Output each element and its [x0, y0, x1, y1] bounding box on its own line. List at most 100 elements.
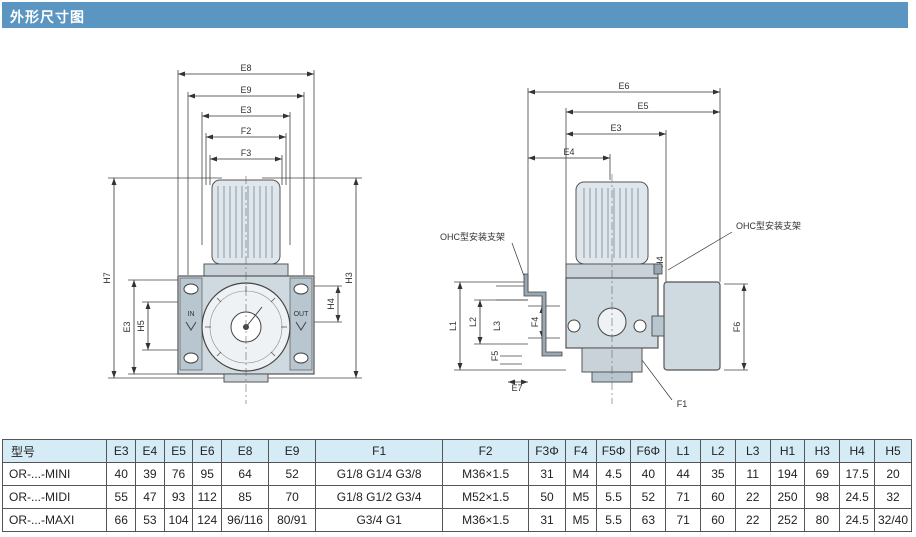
table-cell: 70: [268, 485, 317, 509]
header-cell: E9: [268, 439, 317, 463]
table-row: OR-...-MINI 40 39 76 95 64 52 G1/8 G1/4 …: [1, 462, 912, 486]
table-cell: 64: [221, 462, 270, 486]
dim-l2: L2: [468, 317, 478, 327]
table-cell: 80: [804, 508, 841, 532]
table-cell: 124: [192, 508, 223, 532]
header-cell: E6: [192, 439, 223, 463]
header-cell: E8: [221, 439, 270, 463]
table-cell: 60: [700, 485, 736, 509]
header-cell: 型号: [1, 439, 108, 463]
table-cell: 53: [135, 508, 165, 532]
table-cell: 4.5: [595, 462, 632, 486]
section-title: 外形尺寸图: [10, 10, 85, 26]
dim-e4: E4: [563, 147, 574, 157]
table-header-row: 型号 E3 E4 E5 E6 E8 E9 F1 F2 F3Φ F4 F5Φ F6…: [1, 439, 912, 463]
header-cell: F2: [442, 439, 530, 463]
table-cell: M5: [564, 485, 597, 509]
front-view: E8 E9 E3 F2 F3 H7 H3 E3 H5 H4 IN OUT: [102, 63, 362, 404]
table-cell: 20: [874, 462, 912, 486]
dim-e5: E5: [637, 101, 648, 111]
table-cell: 252: [769, 508, 806, 532]
table-cell: 80/91: [268, 508, 317, 532]
table-cell: 11: [734, 462, 771, 486]
header-cell: H3: [804, 439, 841, 463]
dim-h7: H7: [102, 272, 112, 284]
table-cell: 40: [106, 462, 137, 486]
dim-f3: F3: [241, 148, 252, 158]
side-view: E6 E5 E3 E4 L1 L2 L3 F4 F5 E7 C1 H4 F6 F…: [440, 81, 801, 409]
table-row: OR-...-MAXI 66 53 104 124 96/116 80/91 G…: [1, 508, 912, 532]
dim-f4: F4: [530, 317, 540, 328]
port-out-label: OUT: [294, 311, 310, 318]
dim-l3: L3: [492, 321, 502, 331]
dim-e7: E7: [511, 383, 522, 393]
table-cell: 55: [106, 485, 137, 509]
table-cell: OR-...-MAXI: [1, 508, 108, 532]
table-cell: 17.5: [839, 462, 876, 486]
table-cell: 71: [665, 485, 702, 509]
dim-f1: F1: [677, 399, 688, 409]
table-cell: 31: [528, 462, 566, 486]
table-cell: OR-...-MIDI: [1, 485, 108, 509]
table-cell: G1/8 G1/2 G3/4: [315, 485, 444, 509]
header-cell: F6Φ: [630, 439, 667, 463]
table-cell: OR-...-MINI: [1, 462, 108, 486]
table-cell: 32: [874, 485, 912, 509]
table-cell: 24.5: [839, 485, 876, 509]
table-cell: 60: [700, 508, 736, 532]
header-cell: E4: [135, 439, 165, 463]
dimension-drawing: E8 E9 E3 F2 F3 H7 H3 E3 H5 H4 IN OUT: [102, 63, 801, 409]
dim-h4-side: H4: [655, 256, 665, 268]
dim-h3: H3: [344, 272, 354, 284]
table-cell: 5.5: [595, 508, 632, 532]
table-cell: 112: [192, 485, 223, 509]
table-cell: 104: [163, 508, 194, 532]
header-cell: L2: [700, 439, 736, 463]
table-cell: M36×1.5: [442, 462, 530, 486]
header-cell: H4: [839, 439, 876, 463]
header-cell: H1: [769, 439, 806, 463]
header-cell: L1: [665, 439, 702, 463]
header-cell: F4: [564, 439, 597, 463]
port-in-label: IN: [188, 311, 195, 318]
table-cell: 5.5: [595, 485, 632, 509]
dim-e3: E3: [240, 105, 251, 115]
bracket-label-left: OHC型安装支架: [440, 231, 505, 242]
table-cell: 39: [135, 462, 165, 486]
header-cell: F1: [315, 439, 444, 463]
dim-h4: H4: [326, 298, 336, 310]
header-cell: E5: [163, 439, 194, 463]
table-cell: 69: [804, 462, 841, 486]
dim-f2: F2: [241, 126, 252, 136]
dim-f6: F6: [732, 322, 742, 333]
table-cell: 40: [630, 462, 667, 486]
dim-e3-side: E3: [610, 123, 621, 133]
table-cell: 50: [528, 485, 566, 509]
table-cell: G1/8 G1/4 G3/8: [315, 462, 444, 486]
table-cell: M52×1.5: [442, 485, 530, 509]
table-cell: 47: [135, 485, 165, 509]
table-cell: 31: [528, 508, 566, 532]
table-cell: 96/116: [221, 508, 270, 532]
section-header: 外形尺寸图: [2, 2, 908, 28]
header-cell: L3: [734, 439, 771, 463]
table-cell: 76: [163, 462, 194, 486]
table-cell: M4: [564, 462, 597, 486]
dim-e8: E8: [240, 63, 251, 73]
header-cell: E3: [106, 439, 137, 463]
dim-f5: F5: [490, 351, 500, 362]
table-cell: 85: [221, 485, 270, 509]
table-cell: G3/4 G1: [315, 508, 444, 532]
table-cell: 71: [665, 508, 702, 532]
table-cell: 66: [106, 508, 137, 532]
table-cell: 22: [734, 485, 771, 509]
table-cell: 95: [192, 462, 223, 486]
table-row: OR-...-MIDI 55 47 93 112 85 70 G1/8 G1/2…: [1, 485, 912, 509]
table-cell: 194: [769, 462, 806, 486]
table-cell: 24.5: [839, 508, 876, 532]
table-cell: M5: [564, 508, 597, 532]
table-cell: 35: [700, 462, 736, 486]
header-cell: H5: [874, 439, 912, 463]
dim-h5: H5: [136, 320, 146, 332]
dim-e3-vertical: E3: [122, 321, 132, 332]
